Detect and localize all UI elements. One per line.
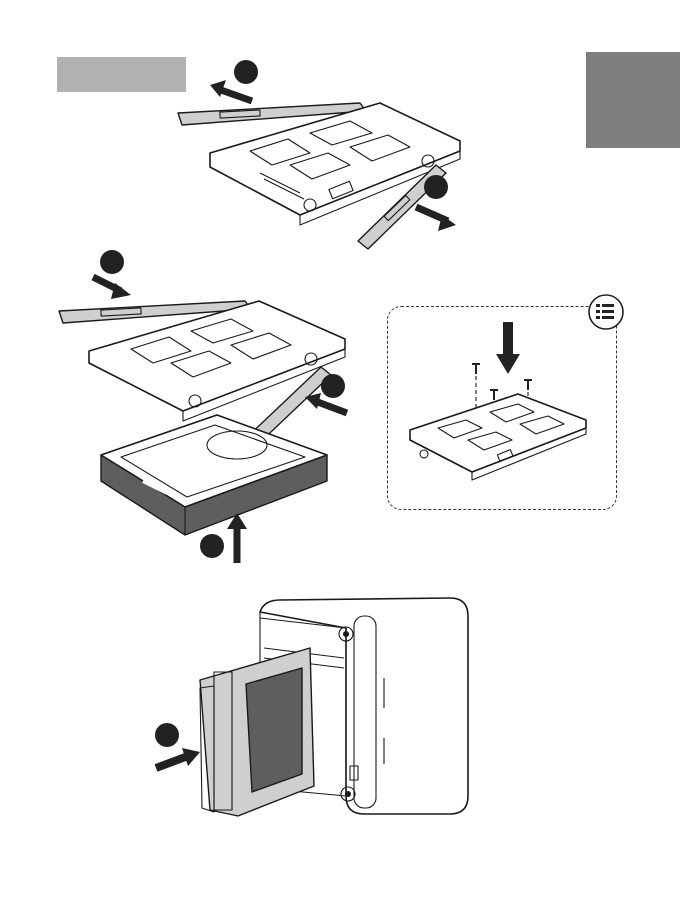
chapter-side-tab [586,52,680,148]
arrow-right-icon [93,277,131,299]
list-icon [589,295,623,329]
step-marker-3 [200,534,224,558]
step-marker-2 [424,175,448,199]
figure-attach-rails [55,245,365,570]
arrow-right-icon [156,748,200,768]
figure-remove-rails [160,55,480,255]
figure-screw-mount [398,294,628,500]
figure-insert-into-nas [150,588,480,824]
drive-tray [89,301,345,421]
drive-tray [410,394,586,480]
arrow-down-icon [496,322,520,374]
step-marker-1 [100,250,124,274]
arrow-up-icon [227,513,247,563]
arrow-right-icon [416,207,456,231]
arrow-left-icon [305,393,347,413]
hard-drive [101,415,327,535]
screw-icon [472,364,532,400]
step-marker-1 [155,723,179,747]
step-marker-2 [321,374,345,398]
step-marker-1 [234,60,258,84]
drive-tray [200,648,314,816]
